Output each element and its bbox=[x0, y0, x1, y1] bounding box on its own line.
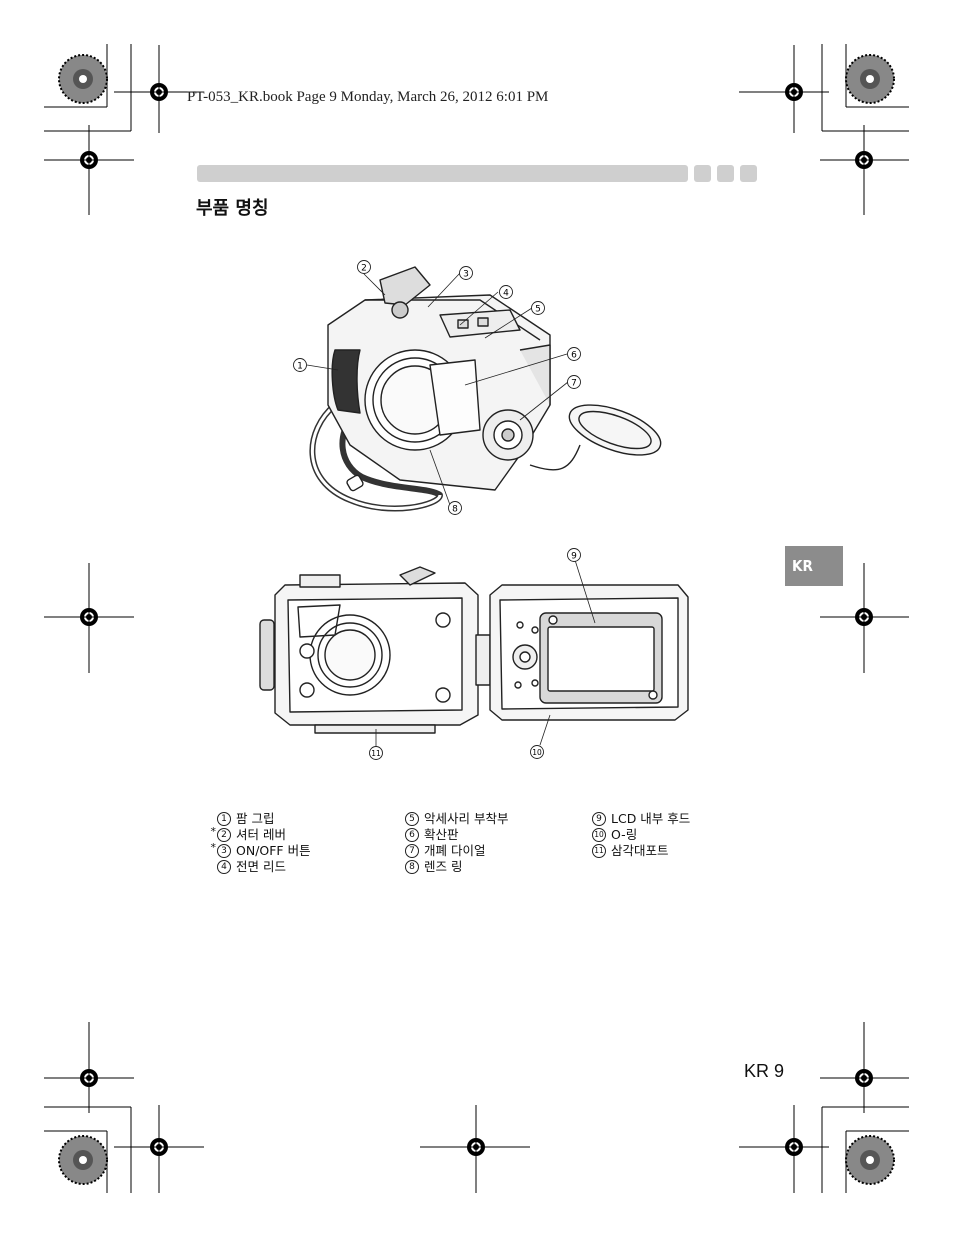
page-number: KR 9 bbox=[744, 1061, 785, 1081]
item-label: O-링 bbox=[611, 827, 638, 842]
item-number: 7 bbox=[405, 844, 419, 858]
legend-item: *2 셔터 레버 bbox=[208, 825, 311, 843]
legend-item: 9 LCD 내부 후드 bbox=[592, 811, 690, 827]
legend-column-1: 1 팜 그립 *2 셔터 레버 *3 ON/OFF 버튼 4 전면 리드 bbox=[208, 811, 311, 875]
callout-number: 9 bbox=[571, 552, 577, 562]
legend-column-3: 9 LCD 내부 후드 10 O-링 11 삼각대포트 bbox=[592, 811, 690, 859]
callout-number: 5 bbox=[535, 305, 541, 315]
item-label: LCD 내부 후드 bbox=[611, 811, 691, 826]
callout-number: 8 bbox=[452, 505, 458, 515]
section-band-square bbox=[740, 165, 757, 182]
item-label: 렌즈 링 bbox=[424, 859, 463, 874]
legend-item: 10 O-링 bbox=[592, 827, 690, 843]
item-number: 10 bbox=[592, 828, 606, 842]
item-label: 팜 그립 bbox=[236, 811, 275, 826]
item-number: 1 bbox=[217, 812, 231, 826]
item-number: 6 bbox=[405, 828, 419, 842]
registration-targets bbox=[77, 80, 876, 1159]
callouts-bottom: 9 10 11 bbox=[369, 548, 581, 760]
section-band-square bbox=[694, 165, 711, 182]
item-number: 8 bbox=[405, 860, 419, 874]
housing-open-illustration: 9 10 11 bbox=[259, 548, 689, 760]
item-label: 확산판 bbox=[424, 827, 459, 842]
item-label: 셔터 레버 bbox=[236, 827, 286, 842]
item-number: 11 bbox=[592, 844, 606, 858]
callout-number: 10 bbox=[532, 748, 542, 757]
item-label: ON/OFF 버튼 bbox=[236, 843, 311, 858]
legend-item: 11 삼각대포트 bbox=[592, 843, 690, 859]
legend-item: 6 확산판 bbox=[405, 827, 508, 843]
callout-number: 6 bbox=[571, 351, 577, 361]
page-title: 부품 명칭 bbox=[196, 198, 269, 219]
legend-item: 8 렌즈 링 bbox=[405, 859, 508, 875]
callout-number: 2 bbox=[361, 264, 367, 274]
legend-item: 5 악세사리 부착부 bbox=[405, 811, 508, 827]
asterisk-mark: * bbox=[210, 841, 217, 854]
housing-front-illustration: 1 2 3 4 5 6 7 8 bbox=[293, 260, 662, 515]
legend-column-2: 5 악세사리 부착부 6 확산판 7 개폐 다이얼 8 렌즈 링 bbox=[405, 811, 508, 875]
asterisk-mark: * bbox=[210, 825, 217, 838]
item-label: 악세사리 부착부 bbox=[424, 811, 509, 826]
callout-number: 11 bbox=[371, 749, 381, 758]
callout-number: 3 bbox=[463, 270, 469, 280]
callout-number: 7 bbox=[571, 379, 577, 389]
item-label: 전면 리드 bbox=[236, 859, 286, 874]
item-number: 9 bbox=[592, 812, 606, 826]
legend-item: 4 전면 리드 bbox=[208, 859, 311, 875]
section-band-square bbox=[717, 165, 734, 182]
callouts-top: 1 2 3 4 5 6 7 8 bbox=[293, 260, 581, 515]
book-info-header: PT-053_KR.book Page 9 Monday, March 26, … bbox=[187, 89, 549, 105]
item-number: 3 bbox=[217, 844, 231, 858]
legend-item: 7 개폐 다이얼 bbox=[405, 843, 508, 859]
item-number: 2 bbox=[217, 828, 231, 842]
section-band bbox=[197, 165, 688, 182]
callout-number: 1 bbox=[297, 362, 303, 372]
legend-item: *3 ON/OFF 버튼 bbox=[208, 841, 311, 859]
callout-number: 4 bbox=[503, 289, 509, 299]
starburst-marks bbox=[58, 54, 895, 1185]
language-tab: KR bbox=[785, 546, 843, 586]
item-number: 4 bbox=[217, 860, 231, 874]
legend-item: 1 팜 그립 bbox=[208, 811, 311, 827]
item-label: 개폐 다이얼 bbox=[424, 843, 486, 858]
item-number: 5 bbox=[405, 812, 419, 826]
item-label: 삼각대포트 bbox=[611, 843, 669, 858]
